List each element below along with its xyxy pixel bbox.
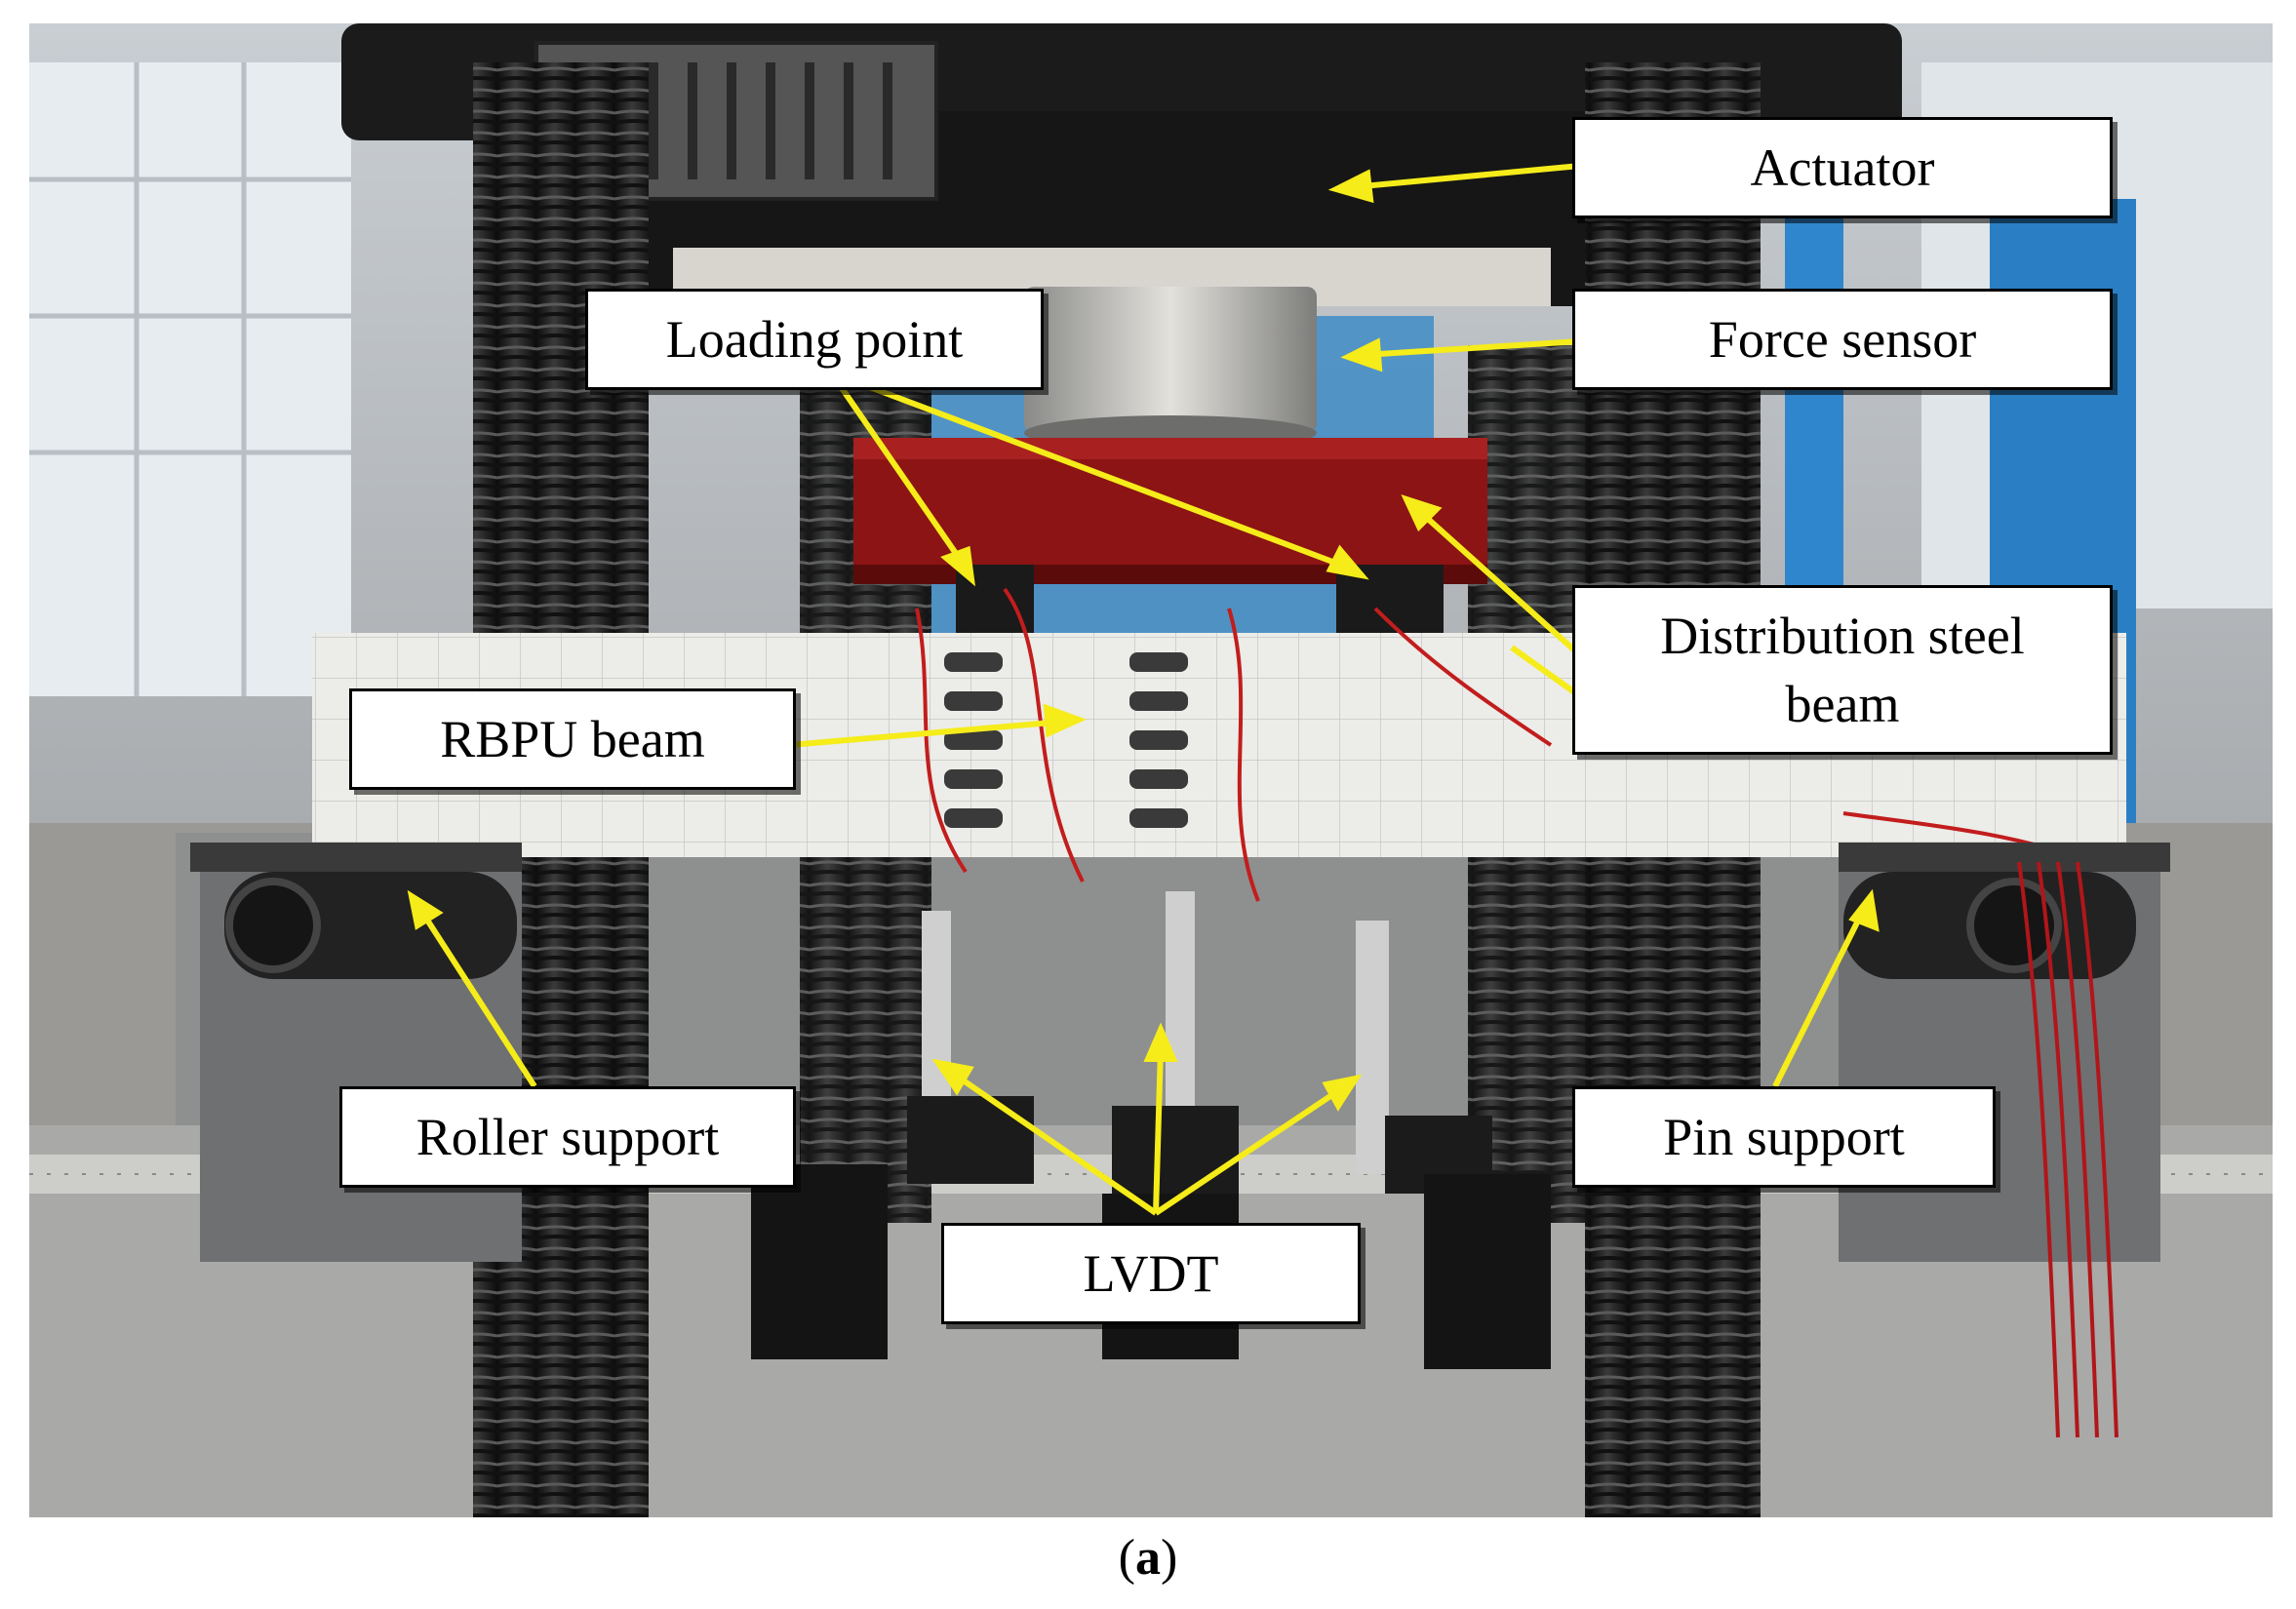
caption-letter: a bbox=[1135, 1530, 1161, 1586]
label-lvdt: LVDT bbox=[941, 1223, 1361, 1324]
left-window bbox=[29, 62, 351, 696]
label-roller-support: Roller support bbox=[339, 1086, 796, 1188]
strain-gauges bbox=[944, 652, 1188, 828]
gauge-wires bbox=[915, 587, 2088, 902]
label-actuator: Actuator bbox=[1572, 117, 2113, 218]
label-rbpu-beam: RBPU beam bbox=[349, 688, 796, 790]
label-pin-support: Pin support bbox=[1572, 1086, 1996, 1188]
annotation-arrows bbox=[407, 163, 1880, 1216]
force-sensor-drum bbox=[1024, 287, 1317, 433]
caption-close: ) bbox=[1161, 1530, 1178, 1586]
right-cable-bundle bbox=[2017, 861, 2118, 1438]
test-setup-photo bbox=[29, 23, 2273, 1517]
label-distribution-steel-beam: Distribution steel beam bbox=[1572, 585, 2113, 755]
figure-caption: (a) bbox=[0, 1529, 2296, 1587]
caption-open: ( bbox=[1118, 1530, 1135, 1586]
label-loading-point: Loading point bbox=[585, 289, 1044, 390]
label-force-sensor: Force sensor bbox=[1572, 289, 2113, 390]
